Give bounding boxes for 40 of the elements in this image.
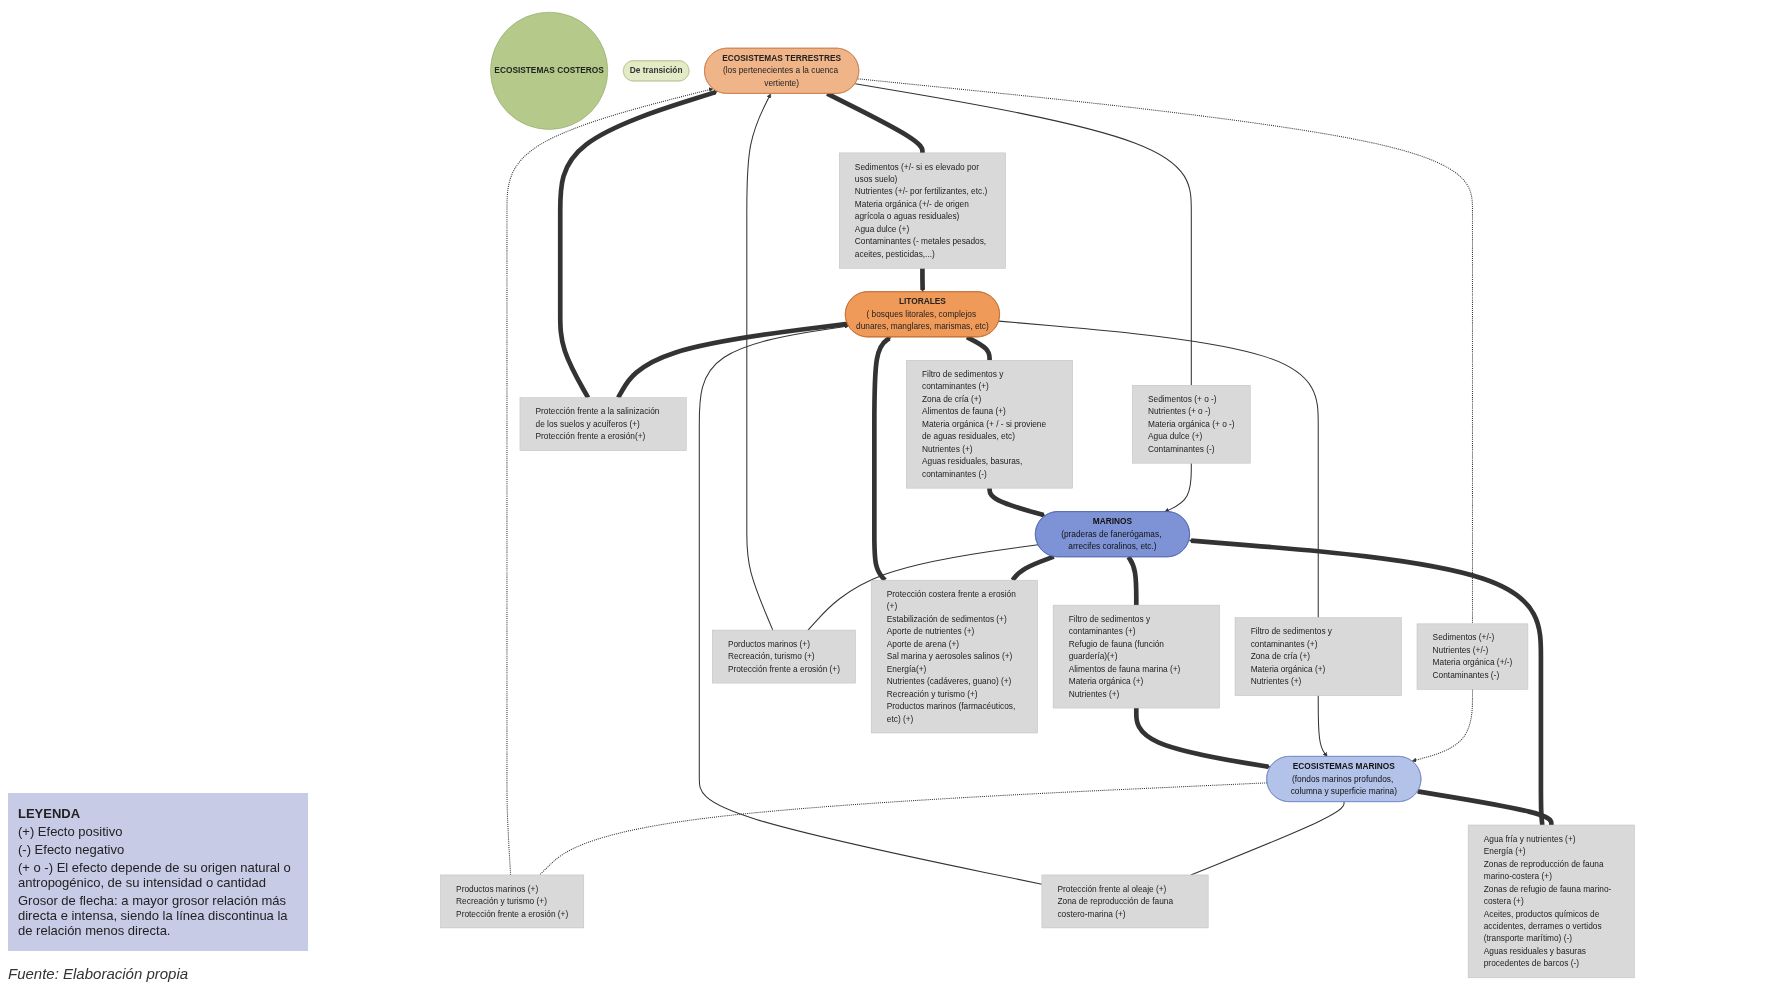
arrow	[1411, 688, 1473, 763]
node-box: Filtro de sedimentos y contaminantes (+) Zona de cría (+) Alimentos de fauna (+) Materia orgánica (+ / - si proviene de aguas residuales, etc) Nutrientes (+) Aguas residuales, basuras, contaminantes (-)	[906, 360, 1073, 489]
legend-note: (+ o -) El efecto depende de su origen natural o antropogénico, de su intensidad o cantidad	[18, 860, 292, 890]
node-box: Porductos marinos (+) Recreación, turismo (+) Protección frente a erosión (+)	[712, 629, 856, 684]
legend-note: (-) Efecto negativo	[18, 842, 126, 857]
legend-note: (+) Efecto positivo	[18, 824, 124, 839]
node-box: Sedimentos (+ o -) Nutrientes (+ o -) Materia orgánica (+ o -) Agua dulce (+) Contaminantes (-)	[1132, 385, 1251, 464]
arrow	[872, 336, 892, 582]
node-box: Filtro de sedimentos y contaminantes (+) Refugio de fauna (función guardería)(+) Alimentos de fauna marina (+) Materia orgánica (+) Nutrientes (+)	[1052, 604, 1220, 709]
node-box: Agua fría y nutrientes (+) Energía (+) Zonas de reproducción de fauna marino-costera (+) Zonas de refugio de fauna marino-costera (+) Aceites, productos químicos de accidentes, derrames o vertidos (transporte marítimo) (-) Aguas residuales y basuras procedentes de barcos (-)	[1467, 824, 1635, 979]
node-box: Productos marinos (+) Recreación y turismo (+) Protección frente a erosión (+)	[440, 874, 585, 929]
node-box: Protección frente al oleaje (+) Zona de reproducción de fauna costero-marina (+)	[1041, 874, 1209, 929]
caption: Fuente: Elaboración propia	[8, 965, 190, 982]
connector	[807, 544, 1039, 631]
node-box: Sedimentos (+/- si es elevado por usos suelo) Nutrientes (+/- por fertilizantes, etc.) Materia orgánica (+/- de origen agrícola o aguas residuales) Agua dulce (+) Contaminantes (- metales pesados, aceites, pesticidas,...)	[839, 152, 1006, 269]
node-box: Sedimentos (+/-) Nutrientes (+/-) Materia orgánica (+/-) Contaminantes (-)	[1416, 623, 1529, 690]
arrow	[1133, 708, 1271, 770]
arrow	[506, 87, 714, 876]
connector	[1126, 555, 1139, 606]
node-circle: ECOSISTEMAS COSTEROS	[490, 11, 609, 130]
arrow	[1317, 695, 1328, 757]
node-box: Protección frente a la salinización de los suelos y acuíferos (+) Protección frente a erosión(+)	[519, 397, 687, 451]
connector	[1417, 789, 1554, 826]
node-box: Filtro de sedimentos y contaminantes (+) Zona de cría (+) Materia orgánica (+) Nutrientes (+)	[1234, 617, 1402, 696]
arrow	[987, 487, 1046, 518]
arrow	[1164, 462, 1192, 513]
arrow	[557, 89, 718, 399]
connector	[539, 782, 1268, 876]
arrow	[1188, 538, 1545, 826]
legend-heading: LEYENDA	[18, 806, 82, 821]
arrow	[746, 93, 774, 631]
connector	[616, 321, 848, 399]
connector	[965, 335, 992, 361]
node-box: Protección costera frente a erosión (+) Estabilización de sedimentos (+) Aporte de nutrientes (+) Aporte de arena (+) Sal marina y aerosoles salinos (+) Energía(+) Nutrientes (cadáveres, guano) (+) Recreación y turismo (+) Productos marinos (farmacéuticos, etc) (+)	[870, 579, 1038, 734]
connector	[854, 83, 1192, 386]
connector	[998, 320, 1319, 619]
legend-note: Grosor de flecha: a mayor grosor relación más directa e intensa, siendo la línea discontinua la de relación menos directa.	[18, 893, 289, 938]
connector	[1010, 554, 1055, 582]
arrow	[920, 267, 925, 293]
arrow	[698, 324, 1043, 885]
